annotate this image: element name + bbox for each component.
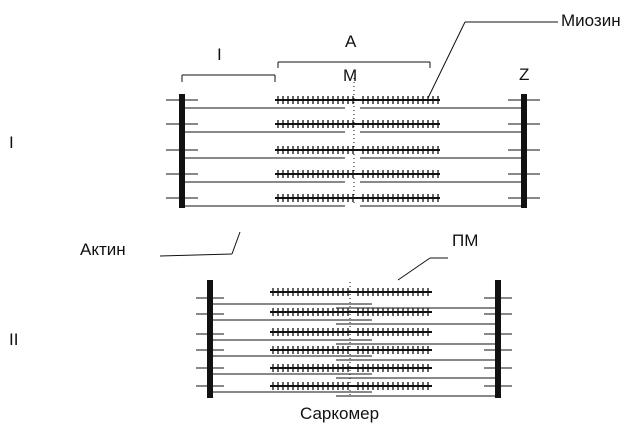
myosin-leader bbox=[427, 21, 466, 99]
label-state-two: II bbox=[9, 330, 19, 349]
actin-leader bbox=[231, 231, 241, 255]
label-myosin: Миозин bbox=[561, 11, 621, 30]
label-actin: Актин bbox=[80, 240, 126, 259]
pm-leader bbox=[397, 257, 431, 281]
actin-leader bbox=[159, 253, 233, 257]
label-state-one: I bbox=[9, 133, 14, 152]
label-sarcomere: Саркомер bbox=[300, 404, 380, 423]
label-a-band: А bbox=[345, 32, 357, 51]
label-m-line: М bbox=[343, 66, 358, 85]
label-pm: ПМ bbox=[452, 231, 479, 250]
label-z-line: Z bbox=[519, 65, 530, 84]
label-i-band: I bbox=[217, 45, 222, 64]
